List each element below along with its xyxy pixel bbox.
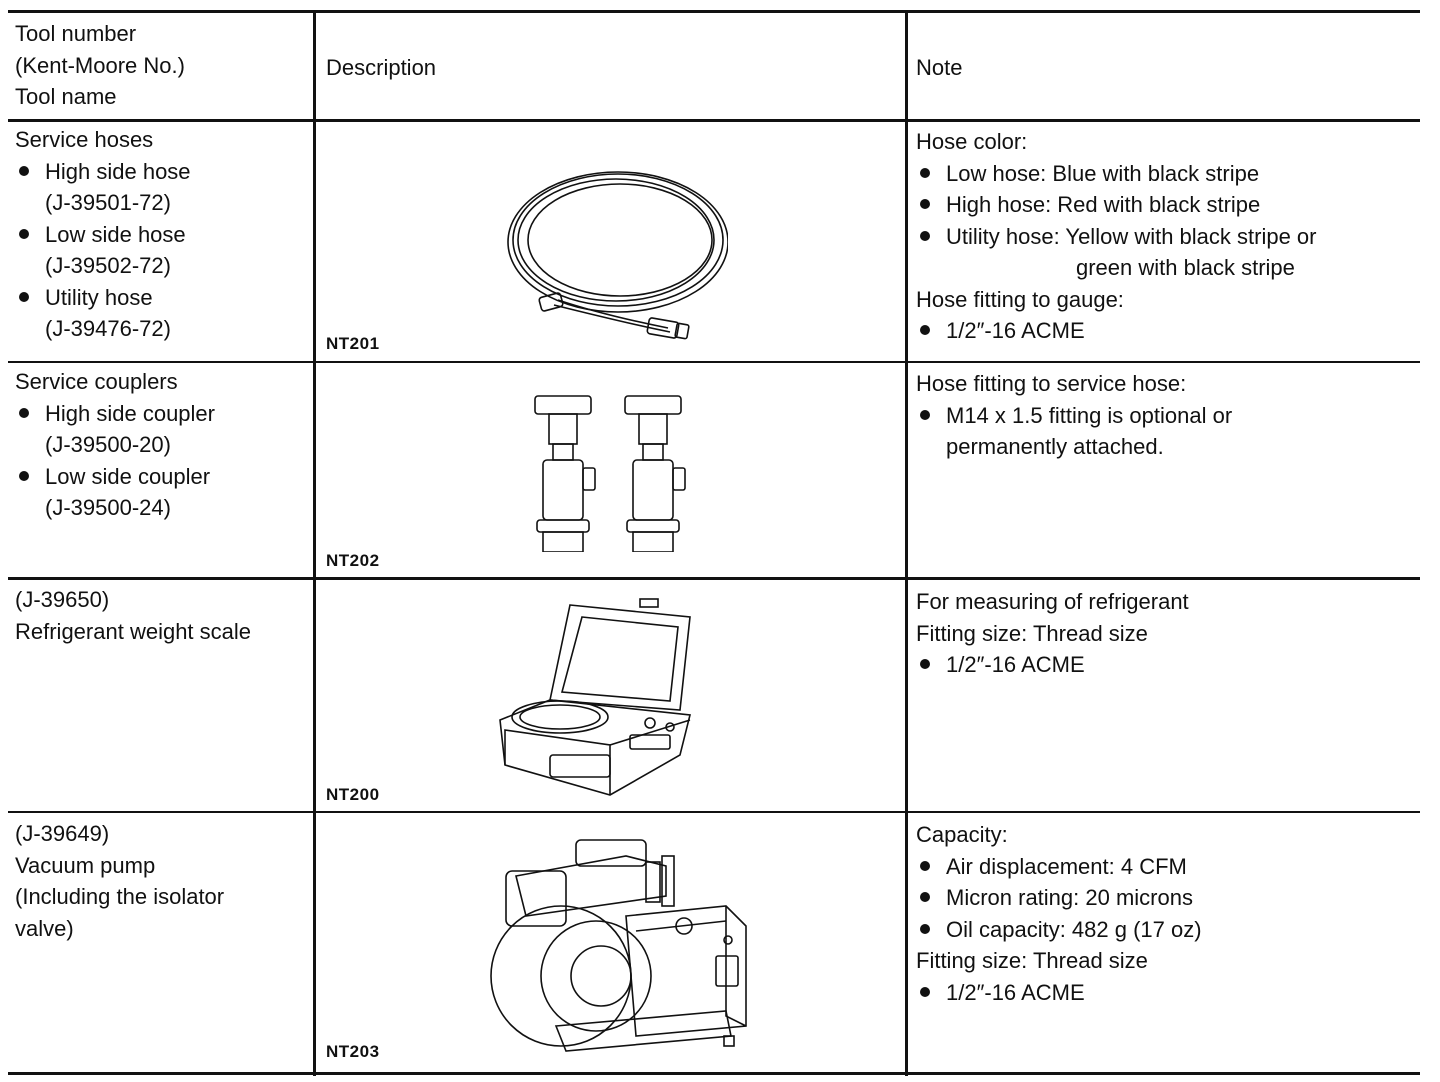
special-service-tools-table: Tool number (Kent-Moore No.) Tool name D… xyxy=(8,10,1420,1076)
table-bottom-border xyxy=(8,1072,1420,1075)
tool-item: Low side coupler xyxy=(15,461,215,493)
table-top-border xyxy=(8,10,1420,13)
tool-name-detail: (Including the isolator xyxy=(15,884,225,909)
row-weight-scale-note: For measuring of refrigerant Fitting siz… xyxy=(916,586,1189,681)
tool-name-detail: valve) xyxy=(15,915,74,941)
column-divider xyxy=(905,10,908,1076)
note-line: Hose fitting to gauge: xyxy=(916,286,1124,312)
tool-item: Utility hose xyxy=(15,282,191,314)
row-service-hoses-tool: Service hoses High side hose (J-39501-72… xyxy=(15,124,191,345)
tool-title: Service couplers xyxy=(15,369,178,394)
row-divider xyxy=(8,361,1420,363)
tool-item: High side hose xyxy=(15,156,191,188)
header-tool-column: Tool number (Kent-Moore No.) Tool name xyxy=(15,18,185,113)
row-vacuum-pump-tool: (J-39649) Vacuum pump (Including the iso… xyxy=(15,818,224,944)
header-bottom-border xyxy=(8,119,1420,122)
note-bullet: Air displacement: 4 CFM xyxy=(916,851,1202,883)
vacuum-pump-figure-icon xyxy=(486,836,756,1066)
tool-title: Service hoses xyxy=(15,127,154,152)
service-hose-figure-icon xyxy=(498,160,728,340)
note-bullet: Utility hose: Yellow with black stripe o… xyxy=(916,221,1317,253)
bullet-icon xyxy=(19,407,29,418)
bullet-icon xyxy=(920,230,930,241)
figure-label: NT203 xyxy=(326,1042,380,1061)
row-service-hoses-note: Hose color: Low hose: Blue with black st… xyxy=(916,126,1317,347)
note-bullet: 1/2″-16 ACME xyxy=(916,977,1202,1009)
note-line: Hose color: xyxy=(916,129,1028,154)
header-description: Description xyxy=(326,55,437,80)
note-line: Fitting size: Thread size xyxy=(916,948,1148,973)
header-tool-number: Tool number xyxy=(15,21,137,46)
tool-name: Refrigerant weight scale xyxy=(15,618,252,644)
tool-number: (J-39476-72) xyxy=(45,316,171,341)
tool-number: (J-39650) xyxy=(15,587,110,612)
row-divider xyxy=(8,811,1420,813)
header-tool-name: Tool name xyxy=(15,84,117,109)
tool-number: (J-39500-24) xyxy=(45,495,171,520)
bullet-icon xyxy=(920,892,930,902)
figure-label: NT202 xyxy=(326,551,380,570)
bullet-icon xyxy=(19,291,29,302)
note-bullet: Low hose: Blue with black stripe xyxy=(916,158,1317,190)
tool-item: Low side hose xyxy=(15,219,191,251)
bullet-icon xyxy=(19,470,29,481)
tool-name: Vacuum pump xyxy=(15,852,156,878)
row-weight-scale-tool: (J-39650) Refrigerant weight scale xyxy=(15,584,251,647)
tool-number: (J-39501-72) xyxy=(45,190,171,215)
bullet-icon xyxy=(920,409,930,420)
bullet-icon xyxy=(920,199,930,209)
column-divider xyxy=(313,10,316,1076)
figure-label: NT200 xyxy=(326,785,380,804)
note-line: Fitting size: Thread size xyxy=(916,620,1148,646)
note-continuation: green with black stripe xyxy=(1076,255,1295,280)
note-line: Hose fitting to service hose: xyxy=(916,371,1187,396)
note-bullet: High hose: Red with black stripe xyxy=(916,189,1317,221)
bullet-icon xyxy=(920,167,930,178)
note-continuation: permanently attached. xyxy=(946,434,1164,459)
row-service-couplers-note: Hose fitting to service hose: M14 x 1.5 … xyxy=(916,368,1232,463)
bullet-icon xyxy=(19,165,29,176)
bullet-icon xyxy=(920,325,930,335)
bullet-icon xyxy=(920,986,930,997)
note-bullet: Micron rating: 20 microns xyxy=(916,882,1202,914)
note-bullet: Oil capacity: 482 g (17 oz) xyxy=(916,914,1202,946)
tool-number: (J-39500-20) xyxy=(45,432,171,457)
service-coupler-figure-icon xyxy=(523,392,703,552)
bullet-icon xyxy=(19,228,29,239)
tool-number: (J-39502-72) xyxy=(45,253,171,278)
bullet-icon xyxy=(920,659,930,669)
row-vacuum-pump-note: Capacity: Air displacement: 4 CFM Micron… xyxy=(916,819,1202,1008)
row-service-couplers-tool: Service couplers High side coupler (J-39… xyxy=(15,366,215,524)
note-bullet: 1/2″-16 ACME xyxy=(916,315,1317,347)
note-line: Capacity: xyxy=(916,822,1008,847)
row-divider xyxy=(8,577,1420,580)
tool-number: (J-39649) xyxy=(15,821,110,846)
note-bullet: 1/2″-16 ACME xyxy=(916,649,1189,681)
note-bullet: M14 x 1.5 fitting is optional or xyxy=(916,400,1232,432)
header-note: Note xyxy=(916,55,963,80)
weight-scale-figure-icon xyxy=(490,595,700,800)
bullet-icon xyxy=(920,923,930,934)
bullet-icon xyxy=(920,860,930,871)
note-line: For measuring of refrigerant xyxy=(916,589,1189,614)
tool-item: High side coupler xyxy=(15,398,215,430)
header-kent-moore-no: (Kent-Moore No.) xyxy=(15,52,185,78)
figure-label: NT201 xyxy=(326,334,380,353)
